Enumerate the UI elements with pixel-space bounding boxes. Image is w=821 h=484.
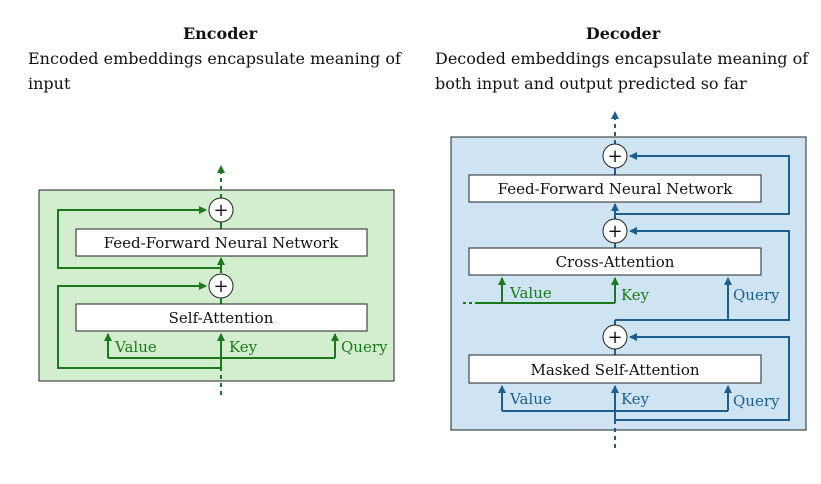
decoder-residual-2: [629, 227, 790, 321]
encoder-add-symbol-1: +: [213, 276, 228, 297]
decoder-masked-attention-label: Masked Self-Attention: [530, 361, 699, 379]
encoder-add-symbol-2: +: [213, 200, 228, 221]
decoder-add-symbol-1: +: [607, 327, 622, 348]
encoder-value-label: Value: [114, 338, 157, 356]
encoder-key-label: Key: [229, 338, 258, 356]
decoder-ffn-box: [468, 174, 762, 203]
decoder-description: Decoded embeddings encapsulate meaning o…: [435, 49, 809, 93]
encoder-query-label: Query: [341, 338, 388, 356]
decoder-value-label: Value: [509, 390, 552, 408]
decoder-cross-attention-box: [468, 247, 762, 276]
decoder-masked-attention-box: [468, 354, 762, 384]
decoder-cross-attention-label: Cross-Attention: [556, 253, 675, 271]
encoder-residual-1: [57, 282, 221, 369]
decoder-add-symbol-2: +: [607, 221, 622, 242]
decoder-residual-1: [615, 333, 790, 421]
encoder-add-icon-1: [208, 273, 234, 299]
decoder-add-icon-2: [602, 218, 628, 244]
encoder-add-icon-2: [208, 197, 234, 223]
decoder-ffn-label: Feed-Forward Neural Network: [498, 180, 734, 198]
encoder-self-attention-label: Self-Attention: [169, 309, 274, 327]
decoder-cross-value-label: Value: [509, 284, 552, 302]
decoder-query-label: Query: [733, 392, 780, 410]
decoder-cross-key-label: Key: [621, 286, 650, 304]
encoder-self-attention-box: [75, 303, 368, 332]
decoder-add-icon-1: [602, 324, 628, 350]
decoder-title: Decoder: [585, 24, 661, 43]
decoder-key-label: Key: [621, 390, 650, 408]
decoder-block: Feed-Forward Neural Network Cross-Attent…: [450, 111, 807, 448]
decoder-cross-query-label: Query: [733, 286, 780, 304]
decoder-residual-3: [615, 152, 790, 215]
decoder-add-symbol-3: +: [607, 146, 622, 167]
encoder-output-connection: [463, 277, 619, 304]
encoder-ffn-box: [75, 228, 368, 257]
decoder-add-icon-3: [602, 143, 628, 169]
encoder-block: Feed-Forward Neural Network Self-Attenti…: [38, 165, 395, 395]
encoder-description: Encoded embeddings encapsulate meaning o…: [28, 49, 401, 93]
encoder-residual-2: [57, 206, 221, 269]
encoder-title: Encoder: [182, 24, 258, 43]
encoder-ffn-label: Feed-Forward Neural Network: [104, 234, 340, 252]
